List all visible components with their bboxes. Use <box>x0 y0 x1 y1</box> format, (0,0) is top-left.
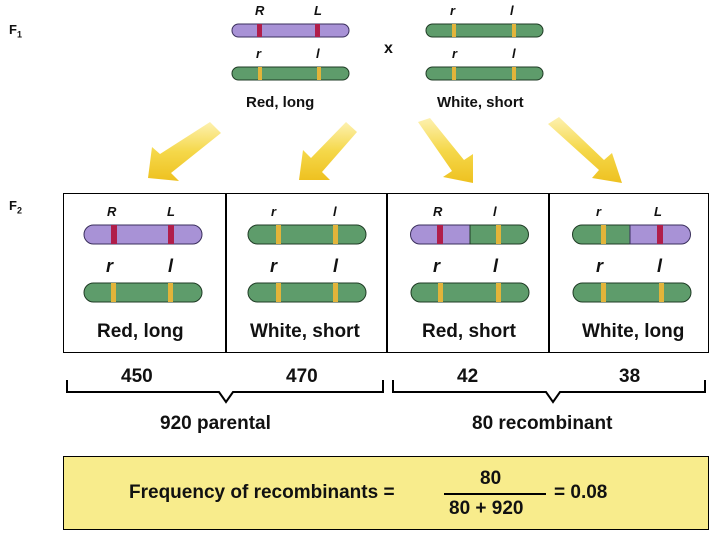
recombinant-total-label: 80 recombinant <box>472 413 613 434</box>
f2-cell-3-top-allele-2: l <box>493 204 497 219</box>
arrow-to-white-short <box>299 122 357 180</box>
f2-cell-2-phenotype: White, short <box>250 321 360 342</box>
f1-left-bottom-chromosome <box>231 66 350 81</box>
f2-cell-4-phenotype: White, long <box>582 321 685 342</box>
recombinant-bracket <box>392 380 706 404</box>
f2-cell-1-phenotype: Red, long <box>97 321 184 342</box>
count-red-long: 450 <box>121 366 153 387</box>
f2-label: F2 <box>9 198 22 216</box>
f1-right-top-allele-1: r <box>450 3 456 18</box>
f1-right-top-band-r <box>452 24 456 37</box>
count-red-short: 42 <box>457 366 479 387</box>
count-white-short: 470 <box>286 366 318 387</box>
f1-left-bottom-band-l <box>317 67 321 80</box>
f2-cell-2-bottom-band-r <box>276 283 281 302</box>
f2-cell-1-bottom-chromosome <box>83 282 203 303</box>
f2-cell-4-top-band-L <box>657 225 663 244</box>
f2-cell-3-bottom-allele-2: l <box>493 256 499 276</box>
f1-left-bottom-band-r <box>258 67 262 80</box>
arrow-to-white-long <box>548 117 622 183</box>
f1-left-top-allele-1: R <box>255 3 265 18</box>
f2-cell-3-top-allele-1: R <box>433 204 443 219</box>
f2-divider-1 <box>225 194 227 352</box>
f1-left-top-band-R <box>257 24 262 37</box>
f1-right-top-band-l <box>512 24 516 37</box>
f2-cell-3-bottom-allele-1: r <box>433 256 441 276</box>
f1-right-phenotype: White, short <box>437 94 524 111</box>
formula-numerator: 80 <box>480 468 502 489</box>
f1-left-top-chromosome <box>231 23 350 38</box>
f2-cell-2-bottom-band-l <box>333 283 338 302</box>
f2-cell-2-top-allele-2: l <box>333 204 337 219</box>
f1-left-top-allele-2: L <box>314 3 322 18</box>
f2-cell-4-bottom-band-l <box>659 283 664 302</box>
f2-cell-1-top-allele-1: R <box>107 204 117 219</box>
formula-denominator: 80 + 920 <box>449 498 524 519</box>
f1-right-top-chromosome <box>425 23 544 38</box>
f2-grid <box>63 193 709 353</box>
f1-left-bottom-allele-2: l <box>316 46 320 61</box>
formula-label: Frequency of recombinants = <box>129 482 395 503</box>
f2-cell-3-top-band-l <box>496 225 501 244</box>
parental-total-label: 920 parental <box>160 413 271 434</box>
f2-cell-2-bottom-chromosome <box>247 282 367 303</box>
f2-cell-1-bottom-allele-2: l <box>168 256 174 276</box>
f2-cell-4-bottom-allele-2: l <box>657 256 663 276</box>
f2-cell-4-bottom-band-r <box>601 283 606 302</box>
f2-cell-1-bottom-band-r <box>111 283 116 302</box>
arrow-to-red-long <box>148 122 221 181</box>
f2-cell-3-bottom-band-l <box>496 283 501 302</box>
f2-divider-2 <box>386 194 388 352</box>
f1-label: F1 <box>9 22 22 40</box>
f2-cell-2-top-allele-1: r <box>271 204 277 219</box>
cross-symbol: x <box>384 40 393 57</box>
arrow-to-red-short <box>418 118 473 183</box>
recombinant-frequency-box <box>63 456 709 530</box>
f2-cell-2-top-chromosome <box>247 224 367 245</box>
f2-divider-3 <box>548 194 550 352</box>
parental-bracket <box>66 380 384 404</box>
count-white-long: 38 <box>619 366 641 387</box>
f2-cell-2-bottom-allele-1: r <box>270 256 278 276</box>
f2-cell-2-top-band-r <box>276 225 281 244</box>
f1-right-bottom-band-l <box>512 67 516 80</box>
f2-cell-3-bottom-chromosome <box>410 282 530 303</box>
f2-cell-4-top-allele-1: r <box>596 204 602 219</box>
f1-left-top-band-L <box>315 24 320 37</box>
f2-cell-3-bottom-band-r <box>438 283 443 302</box>
f1-right-top-allele-2: l <box>510 3 514 18</box>
f2-cell-4-top-allele-2: L <box>654 204 662 219</box>
f2-cell-4-bottom-allele-1: r <box>596 256 604 276</box>
f2-cell-3-top-band-R <box>437 225 443 244</box>
f1-right-bottom-allele-1: r <box>452 46 458 61</box>
f2-cell-2-top-band-l <box>333 225 338 244</box>
f1-left-phenotype: Red, long <box>246 94 315 111</box>
f1-right-bottom-allele-2: l <box>512 46 516 61</box>
f2-cell-3-phenotype: Red, short <box>422 321 516 342</box>
f2-cell-2-bottom-allele-2: l <box>333 256 339 276</box>
f1-right-bottom-band-r <box>452 67 456 80</box>
formula-fraction-bar <box>444 493 546 495</box>
f2-cell-1-top-allele-2: L <box>167 204 175 219</box>
f1-right-bottom-chromosome <box>425 66 544 81</box>
f2-cell-4-top-band-r <box>601 225 606 244</box>
formula-result: = 0.08 <box>554 482 608 503</box>
f1-left-bottom-allele-1: r <box>256 46 262 61</box>
f2-cell-4-bottom-chromosome <box>572 282 692 303</box>
f2-cell-1-bottom-allele-1: r <box>106 256 114 276</box>
f2-cell-1-top-band-R <box>111 225 117 244</box>
f2-cell-1-top-chromosome <box>83 224 203 245</box>
f2-cell-1-bottom-band-l <box>168 283 173 302</box>
f2-cell-1-top-band-L <box>168 225 174 244</box>
